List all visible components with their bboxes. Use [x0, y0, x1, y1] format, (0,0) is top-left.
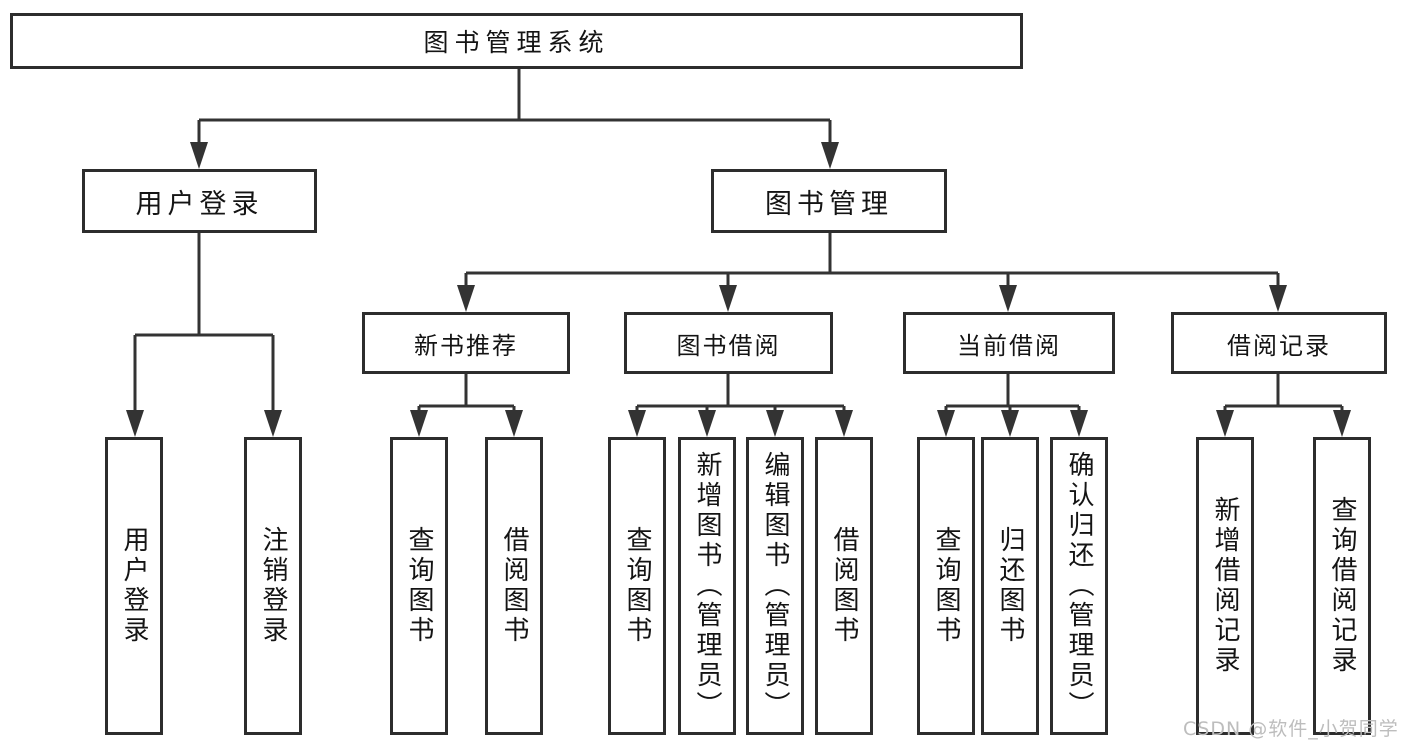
- leaf-return-books: 归还图书: [981, 437, 1039, 735]
- leaf-label: 查询图书: [622, 526, 652, 646]
- leaf-borrow-books: 借阅图书: [815, 437, 873, 735]
- node-label: 图书管理: [765, 188, 893, 220]
- leaf-label: 查询图书: [404, 526, 434, 646]
- leaf-label: 查询图书: [931, 526, 961, 646]
- leaf-query-books-borrow: 查询图书: [608, 437, 666, 735]
- node-label: 借阅记录: [1227, 331, 1331, 360]
- leaf-query-books-recommend: 查询图书: [390, 437, 448, 735]
- node-borrow-records: 借阅记录: [1171, 312, 1387, 374]
- node-book-management: 图书管理: [711, 169, 947, 233]
- leaf-borrow-books-recommend: 借阅图书: [485, 437, 543, 735]
- leaf-confirm-return-admin: 确认归还（管理员）: [1050, 437, 1108, 735]
- node-new-book-recommend: 新书推荐: [362, 312, 570, 374]
- leaf-label: 用户登录: [119, 526, 149, 646]
- leaf-edit-books-admin: 编辑图书（管理员）: [746, 437, 804, 735]
- node-label: 用户登录: [135, 188, 264, 220]
- leaf-label: 编辑图书（管理员）: [760, 451, 790, 721]
- leaf-label: 注销登录: [258, 526, 288, 646]
- leaf-add-books-admin: 新增图书（管理员）: [678, 437, 736, 735]
- node-user-login: 用户登录: [82, 169, 317, 233]
- node-label: 新书推荐: [414, 331, 518, 360]
- leaf-add-borrow-record: 新增借阅记录: [1196, 437, 1254, 735]
- leaf-label: 新增借阅记录: [1210, 496, 1240, 676]
- leaf-label: 查询借阅记录: [1327, 496, 1357, 676]
- leaf-label: 借阅图书: [499, 526, 529, 646]
- leaf-query-borrow-record: 查询借阅记录: [1313, 437, 1371, 735]
- leaf-label: 归还图书: [995, 526, 1025, 646]
- csdn-watermark: CSDN @软件_小贺同学: [1183, 718, 1399, 740]
- node-library-system: 图书管理系统: [10, 13, 1023, 69]
- node-label: 图书借阅: [676, 331, 781, 360]
- node-book-borrow: 图书借阅: [624, 312, 833, 374]
- leaf-logout: 注销登录: [244, 437, 302, 735]
- node-label: 图书管理系统: [423, 28, 610, 57]
- node-current-borrow: 当前借阅: [903, 312, 1115, 374]
- leaf-label: 确认归还（管理员）: [1064, 451, 1094, 721]
- leaf-query-books-current: 查询图书: [917, 437, 975, 735]
- node-label: 当前借阅: [957, 331, 1061, 360]
- leaf-label: 借阅图书: [829, 526, 859, 646]
- leaf-user-login: 用户登录: [105, 437, 163, 735]
- leaf-label: 新增图书（管理员）: [692, 451, 722, 721]
